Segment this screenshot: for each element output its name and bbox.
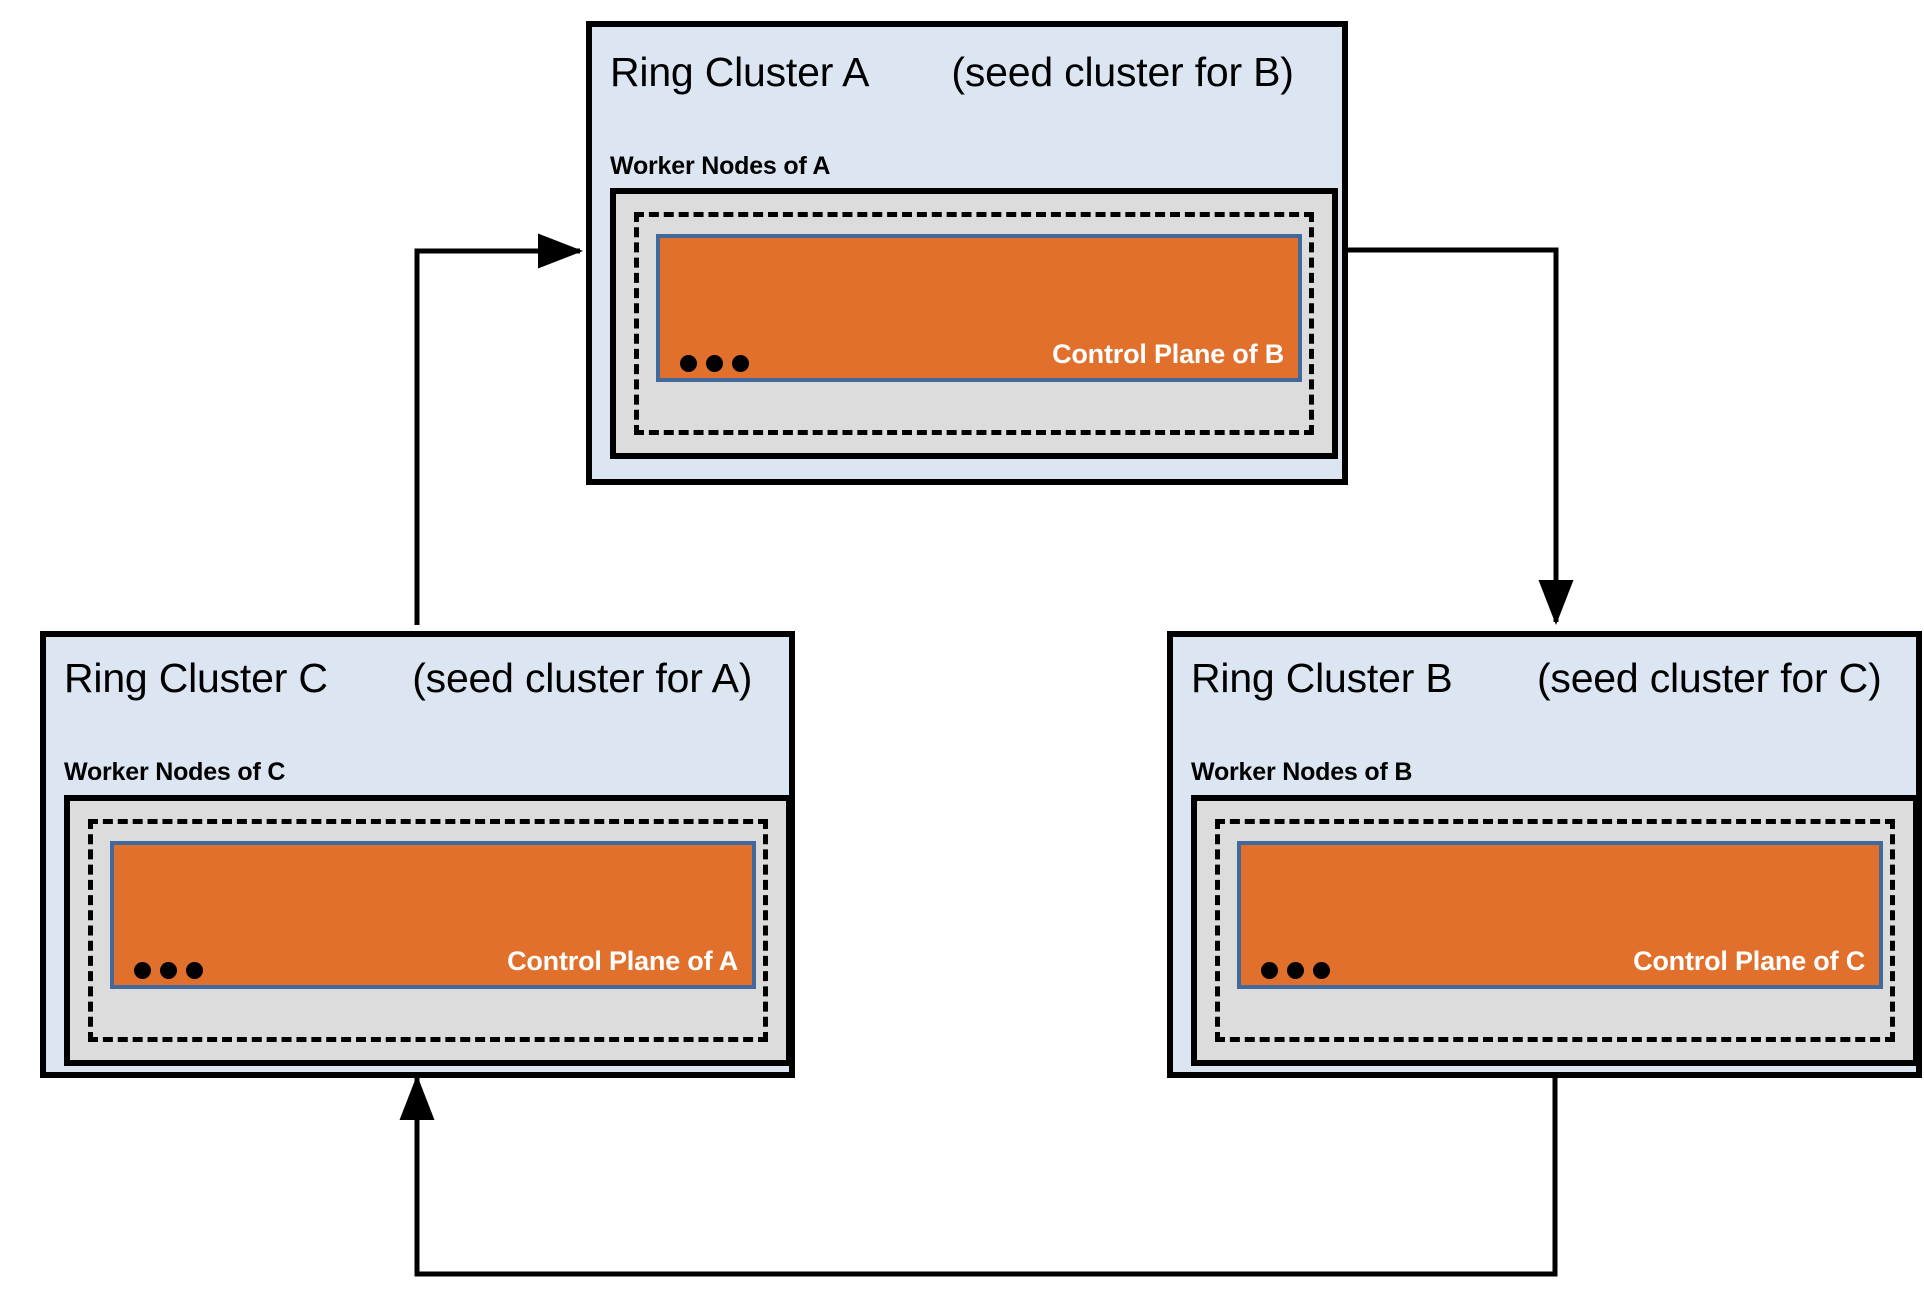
cluster-a-worker-box[interactable]: Control Plane of B [610, 188, 1338, 459]
cluster-b-control-plane[interactable]: Control Plane of C [1237, 841, 1883, 989]
cluster-b-dashed-boundary [1215, 819, 1895, 1042]
ellipsis-dot [680, 355, 697, 372]
ellipsis-dot [1313, 962, 1330, 979]
ellipsis-dot [706, 355, 723, 372]
ring-cluster-c[interactable]: Ring Cluster C (seed cluster for A) Work… [40, 631, 795, 1078]
cluster-b-worker-label: Worker Nodes of B [1191, 758, 1413, 786]
cluster-a-dashed-boundary [634, 212, 1314, 435]
ring-cluster-a[interactable]: Ring Cluster A (seed cluster for B) Work… [586, 21, 1348, 485]
ellipsis-dot [1287, 962, 1304, 979]
cluster-b-title-main: Ring Cluster B [1191, 655, 1453, 701]
cluster-b-worker-box[interactable]: Control Plane of C [1191, 795, 1919, 1066]
ellipsis-dot [186, 962, 203, 979]
cluster-a-control-plane[interactable]: Control Plane of B [656, 234, 1302, 382]
arrow-a-to-b [1348, 247, 1574, 626]
cluster-b-ellipsis [1261, 962, 1330, 979]
cluster-a-control-plane-label: Control Plane of B [1052, 339, 1284, 369]
cluster-c-title-seed: (seed cluster for A) [412, 655, 753, 701]
ring-cluster-b[interactable]: Ring Cluster B (seed cluster for C) Work… [1167, 631, 1922, 1078]
cluster-c-title: Ring Cluster C (seed cluster for A) [64, 655, 752, 702]
ellipsis-dot [160, 962, 177, 979]
cluster-c-worker-label: Worker Nodes of C [64, 758, 286, 786]
cluster-c-control-plane-label: Control Plane of A [507, 946, 738, 976]
cluster-b-title: Ring Cluster B (seed cluster for C) [1191, 655, 1882, 702]
ellipsis-dot [134, 962, 151, 979]
cluster-c-worker-box[interactable]: Control Plane of A [64, 795, 792, 1066]
ellipsis-dot [732, 355, 749, 372]
cluster-c-title-main: Ring Cluster C [64, 655, 328, 701]
arrow-c-to-a [414, 233, 584, 625]
ellipsis-dot [1261, 962, 1278, 979]
cluster-c-ellipsis [134, 962, 203, 979]
cluster-c-control-plane[interactable]: Control Plane of A [110, 841, 756, 989]
cluster-a-title-main: Ring Cluster A [610, 49, 867, 95]
arrow-b-to-c [399, 1070, 1558, 1277]
cluster-b-title-seed: (seed cluster for C) [1536, 655, 1882, 701]
cluster-b-control-plane-label: Control Plane of C [1633, 946, 1865, 976]
cluster-a-title: Ring Cluster A (seed cluster for B) [610, 49, 1294, 96]
cluster-a-ellipsis [680, 355, 749, 372]
cluster-a-worker-label: Worker Nodes of A [610, 152, 831, 180]
cluster-c-dashed-boundary [88, 819, 768, 1042]
cluster-a-title-seed: (seed cluster for B) [951, 49, 1294, 95]
